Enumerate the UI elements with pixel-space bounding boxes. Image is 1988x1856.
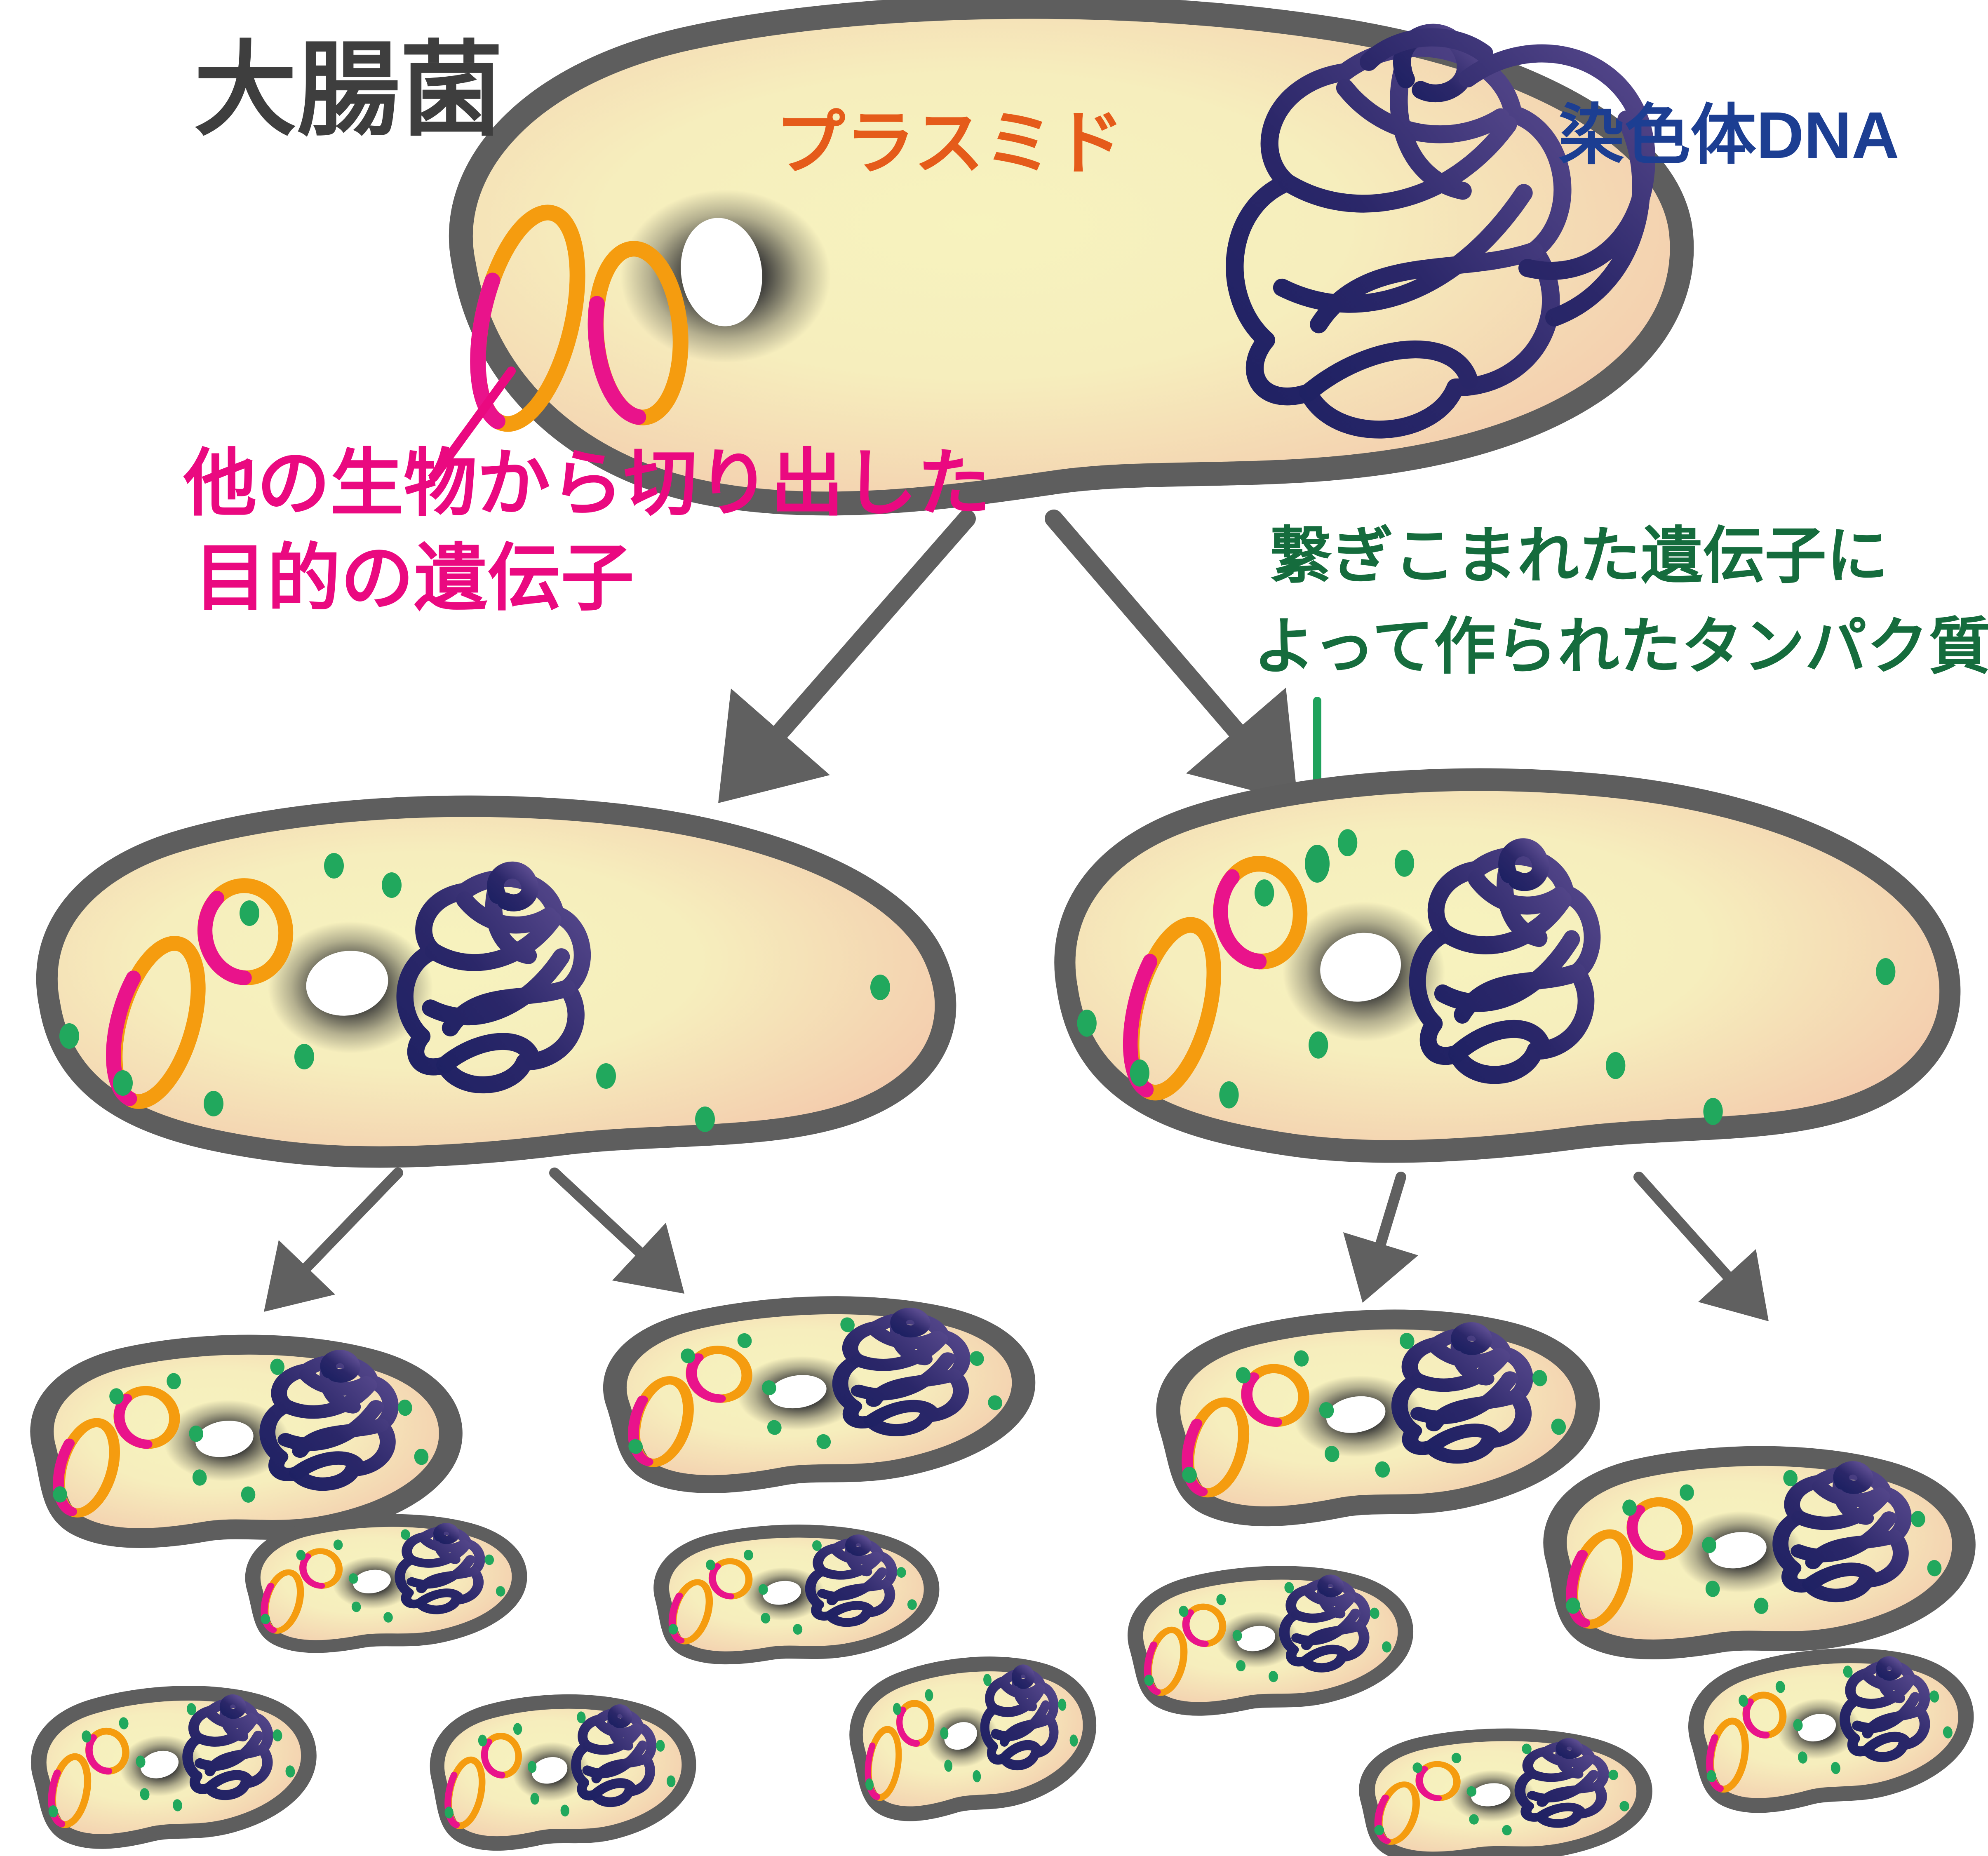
target-gene-label-line2: 目的の遺伝子 <box>194 537 634 619</box>
ecoli-cell-generation2-left <box>47 806 946 1157</box>
ecoli-cell-generation3 <box>659 1527 934 1660</box>
ecoli-cell-generation3 <box>851 1652 1096 1820</box>
ecoli-cell-generation2-right <box>1065 780 1950 1151</box>
plasmid-ring <box>587 241 689 425</box>
ecoli-cell-generation3 <box>1365 1731 1647 1856</box>
ecoli-cell-generation3 <box>608 1295 1032 1489</box>
chromosomal-dna-label: 染色体DNA <box>1558 98 1899 172</box>
ecoli-cell-generation3 <box>1131 1565 1411 1713</box>
division-arrow-right <box>1045 510 1298 802</box>
ecoli-cell-generation3 <box>33 1682 315 1847</box>
protein-pointer-dot-overlay <box>1305 845 1330 883</box>
organism-title-label: 大腸菌 <box>194 33 503 148</box>
ecoli-cell-generation3 <box>434 1695 693 1847</box>
division-arrow-small <box>1343 1172 1418 1303</box>
division-arrow-left <box>718 510 976 803</box>
division-arrow-small <box>264 1168 403 1312</box>
ecoli-cell-generation3 <box>1161 1308 1596 1522</box>
division-arrow-small <box>549 1168 684 1294</box>
plasmid-label: プラスミド <box>775 104 1124 183</box>
ecoli-cell-generation3 <box>1690 1643 1974 1811</box>
plasmid-ring <box>470 204 585 432</box>
ecoli-cell-generation3 <box>1552 1450 1968 1652</box>
cell-membrane <box>449 0 1694 516</box>
target-gene-label-line1: 他の生物から切り出した <box>183 442 991 524</box>
nucleoid-gap <box>681 218 762 327</box>
target-gene-pointer-line <box>429 367 516 482</box>
division-arrow-small <box>1633 1172 1769 1321</box>
ecoli-cell-generation3 <box>39 1339 455 1541</box>
ecoli-cell-generation3 <box>249 1515 523 1649</box>
protein-label-line2: よって作られたタンパク質 <box>1253 612 1988 681</box>
chromosomal-dna-tangle <box>1360 28 1655 327</box>
ecoli-cell-generation1 <box>449 0 1694 516</box>
protein-label-line1: 繋ぎこまれた遺伝子に <box>1270 521 1888 590</box>
